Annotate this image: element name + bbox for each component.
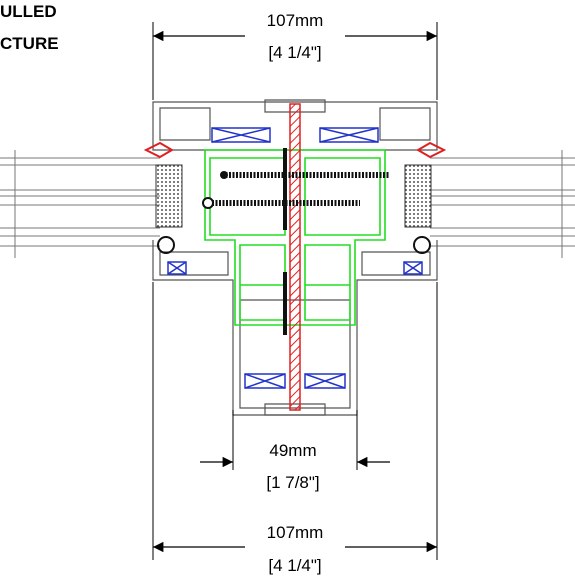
spacer-right: [404, 164, 432, 228]
screw-lower: [202, 197, 360, 209]
title-line-1: ULLED: [0, 2, 57, 21]
mid-dim-mm: 49mm: [269, 441, 316, 460]
bead-left: [157, 236, 175, 254]
screw-upper: [220, 171, 390, 179]
middle-dimension: 49mm [1 7/8"]: [200, 410, 390, 492]
clip-left: [143, 141, 174, 159]
steel-reinforcement: [289, 103, 301, 411]
top-dimension: 107mm [4 1/4"]: [152, 11, 438, 100]
glazing-left: [0, 150, 160, 258]
title-line-2: CTURE: [0, 34, 59, 53]
bottom-dim-in: [4 1/4"]: [268, 556, 321, 575]
outer-frame: [152, 99, 438, 416]
bottom-dim-mm: 107mm: [267, 523, 324, 542]
clip-right: [416, 141, 447, 159]
spacer-left: [155, 164, 183, 228]
bead-right: [413, 236, 431, 254]
green-profile: [204, 149, 386, 326]
top-dim-mm: 107mm: [267, 11, 324, 30]
gaskets: [167, 127, 423, 389]
mid-dim-in: [1 7/8"]: [266, 473, 319, 492]
bottom-dimension: 107mm [4 1/4"]: [152, 282, 438, 575]
glazing-right: [430, 150, 575, 258]
top-dim-in: [4 1/4"]: [268, 43, 321, 62]
